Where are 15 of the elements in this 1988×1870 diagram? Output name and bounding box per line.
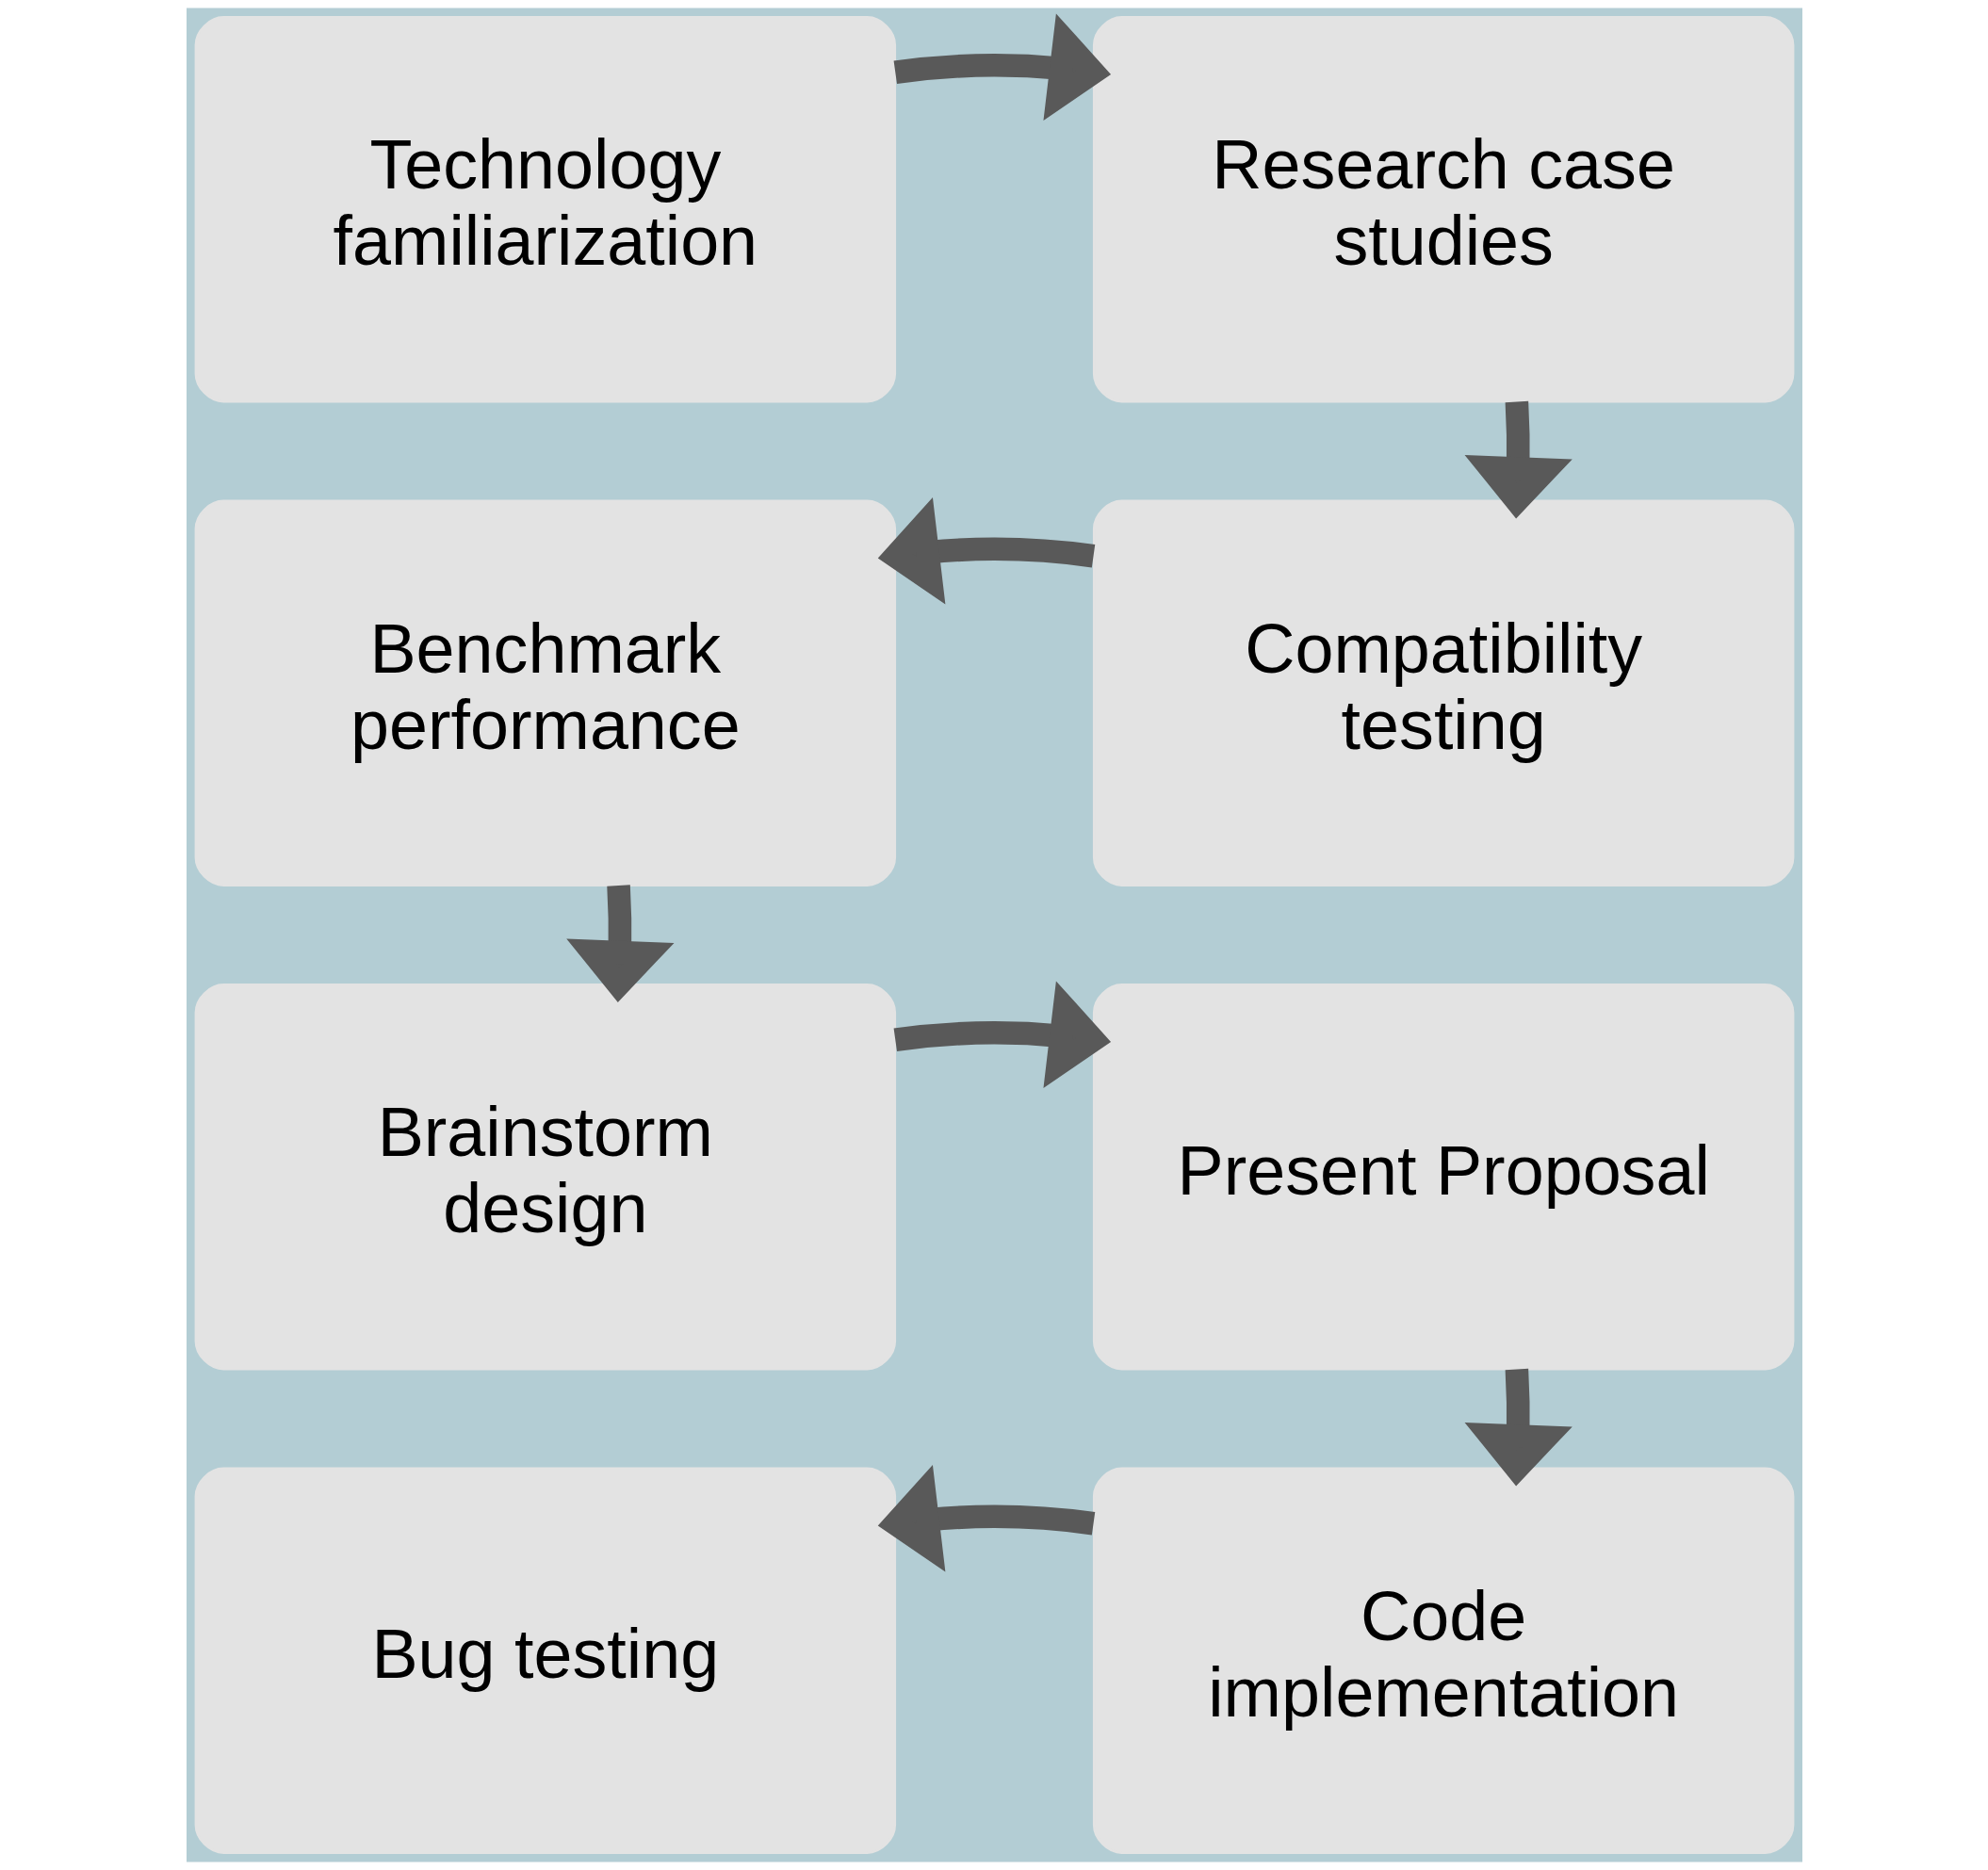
- arrow: [1464, 400, 1572, 519]
- arrow: [877, 497, 1095, 605]
- arrow: [565, 885, 674, 1002]
- arrow: [893, 13, 1111, 121]
- node-box: Present Proposal: [1092, 984, 1794, 1371]
- node-box: Benchmark performance: [194, 499, 896, 886]
- arrow: [877, 1465, 1095, 1572]
- arrow: [893, 981, 1111, 1089]
- node-box: Technology familiarization: [194, 16, 896, 403]
- node-box: Bug testing: [194, 1467, 896, 1854]
- node-box: Brainstorm design: [194, 984, 896, 1371]
- node-box: Code implementation: [1092, 1467, 1794, 1854]
- node-box: Research case studies: [1092, 16, 1794, 403]
- arrow: [1464, 1368, 1572, 1487]
- node-box: Compatibility testing: [1092, 499, 1794, 886]
